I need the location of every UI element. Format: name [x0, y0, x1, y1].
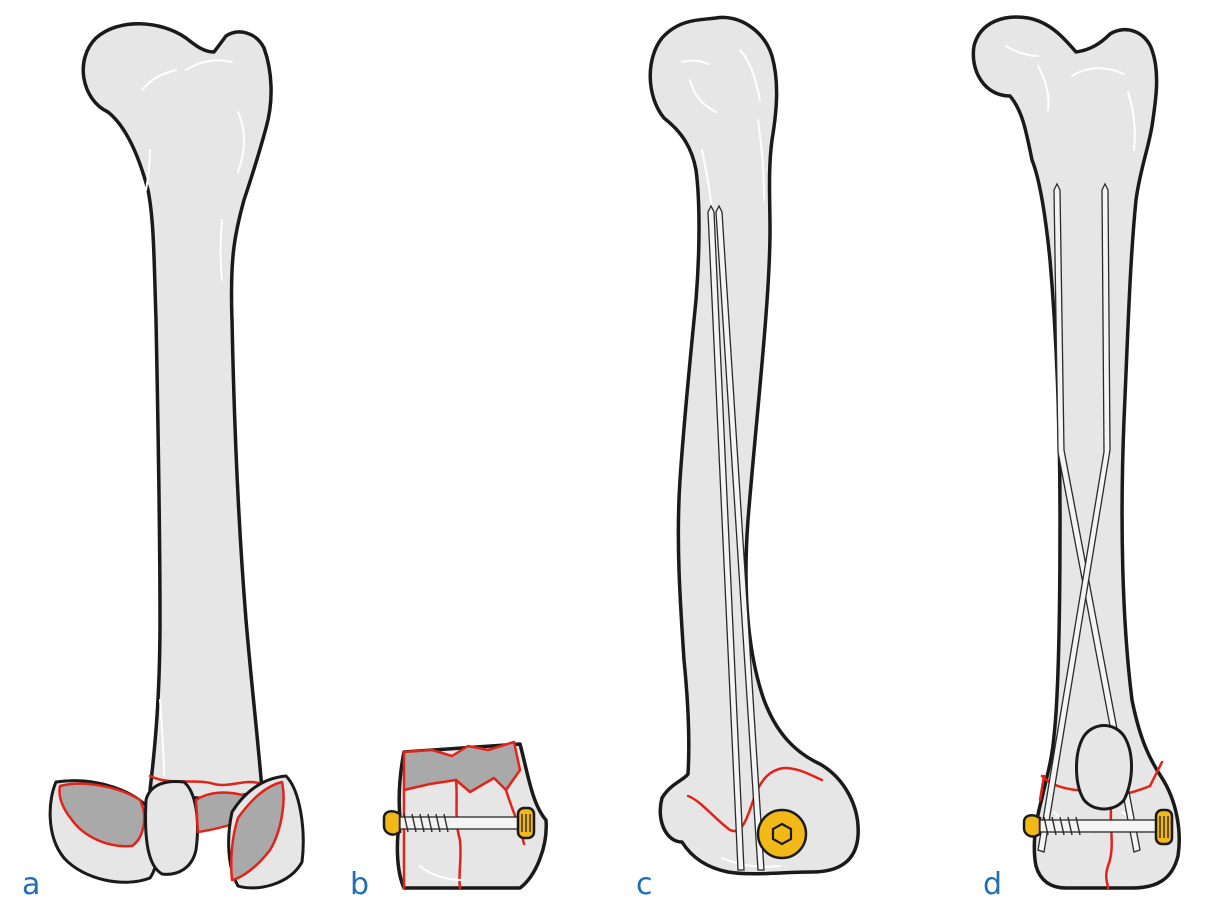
screw-shaft-b: [399, 816, 521, 830]
panel-label-d: d: [983, 867, 1003, 902]
femur-a-shaft: [81, 22, 273, 800]
panel-label-b: b: [350, 867, 370, 902]
screw-shaft-d: [1039, 819, 1161, 833]
screw-tip-b: [382, 810, 402, 836]
patella-fragment-d: [1075, 724, 1133, 811]
panel-a-femur: [48, 22, 305, 890]
pin-d-1: [1053, 182, 1141, 853]
screw-head-c: [756, 808, 808, 860]
fracture-line-b: [454, 778, 462, 890]
trochlea-fragment-a: [144, 780, 199, 876]
pin-c-2: [715, 204, 765, 871]
pin-c-1: [707, 204, 745, 871]
screw-tip-d: [1022, 814, 1042, 838]
panel-label-c: c: [636, 867, 653, 902]
femur-c: [648, 15, 860, 876]
pin-d-2: [1037, 182, 1111, 853]
panel-label-a: a: [22, 867, 41, 902]
panel-b-condyles: [382, 740, 548, 890]
articular-surface-b: [402, 740, 522, 794]
femur-d: [971, 15, 1181, 890]
panel-c-femur: [648, 15, 860, 876]
panel-d-femur: [971, 15, 1181, 890]
